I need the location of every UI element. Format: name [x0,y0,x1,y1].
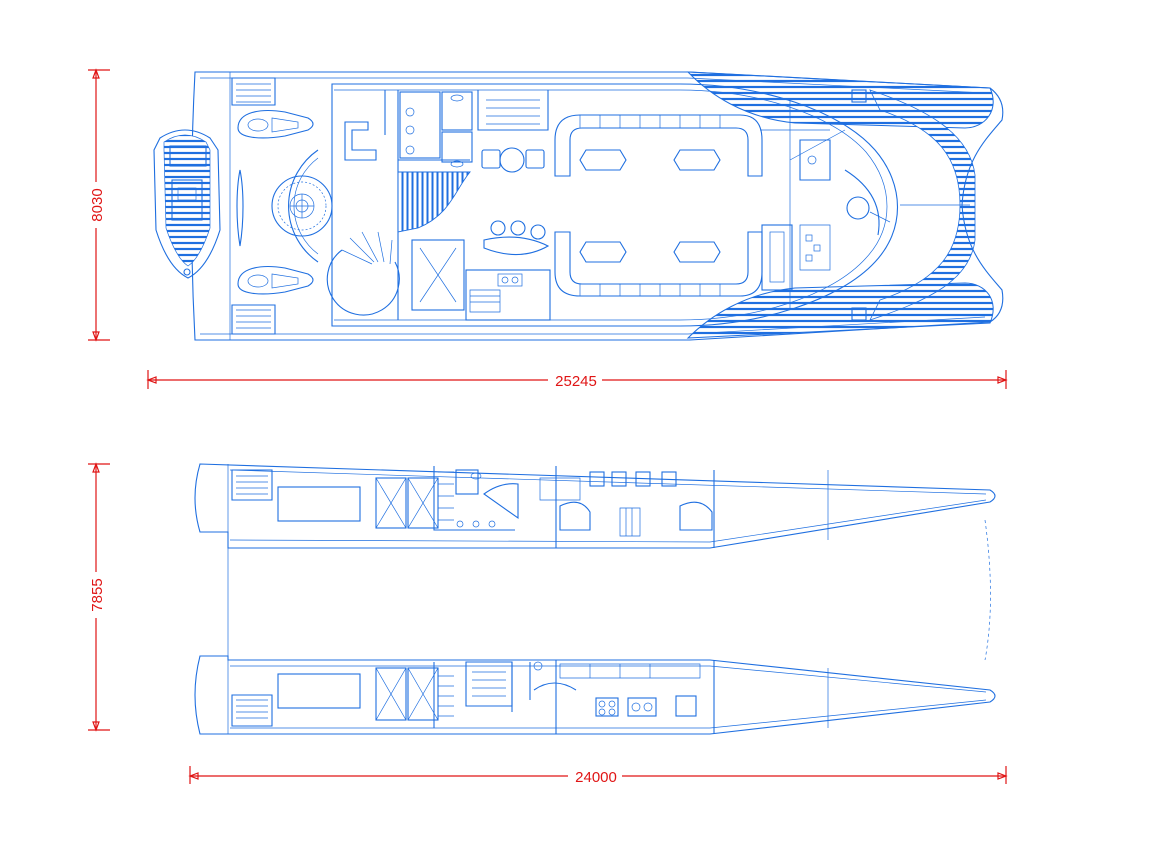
hull-plan [194,463,996,735]
upper-beam-label: 8030 [89,188,106,221]
hull-beam-dimension: 7855 [86,462,110,732]
stern-steps-top [231,77,276,106]
upper-deck-plan [153,71,1004,341]
aft-sofa [344,121,377,161]
salon-entry-floor [397,171,471,233]
circular-lounge [271,149,333,263]
surfboard [236,169,244,247]
hull-length-label: 24000 [575,769,617,786]
bow-trampoline [869,89,976,321]
tender-boat [153,129,221,279]
upper-length-label: 25245 [555,373,597,390]
salon-superstructure [331,83,899,327]
spiral-stair [326,249,400,316]
upper-beam-dimension: 8030 [86,68,110,342]
hull-length-dimension: 24000 [188,766,1008,786]
foredeck-teak-bottom [686,282,994,339]
main-lounge-sofa [554,114,763,297]
starboard-hull [194,655,996,735]
port-hull [194,463,996,549]
jet-ski-top [237,110,314,139]
stern-steps-bottom [231,304,276,335]
hull-beam-label: 7855 [89,578,106,611]
jet-ski-bottom [237,266,314,295]
upper-length-dimension: 25245 [146,370,1008,390]
